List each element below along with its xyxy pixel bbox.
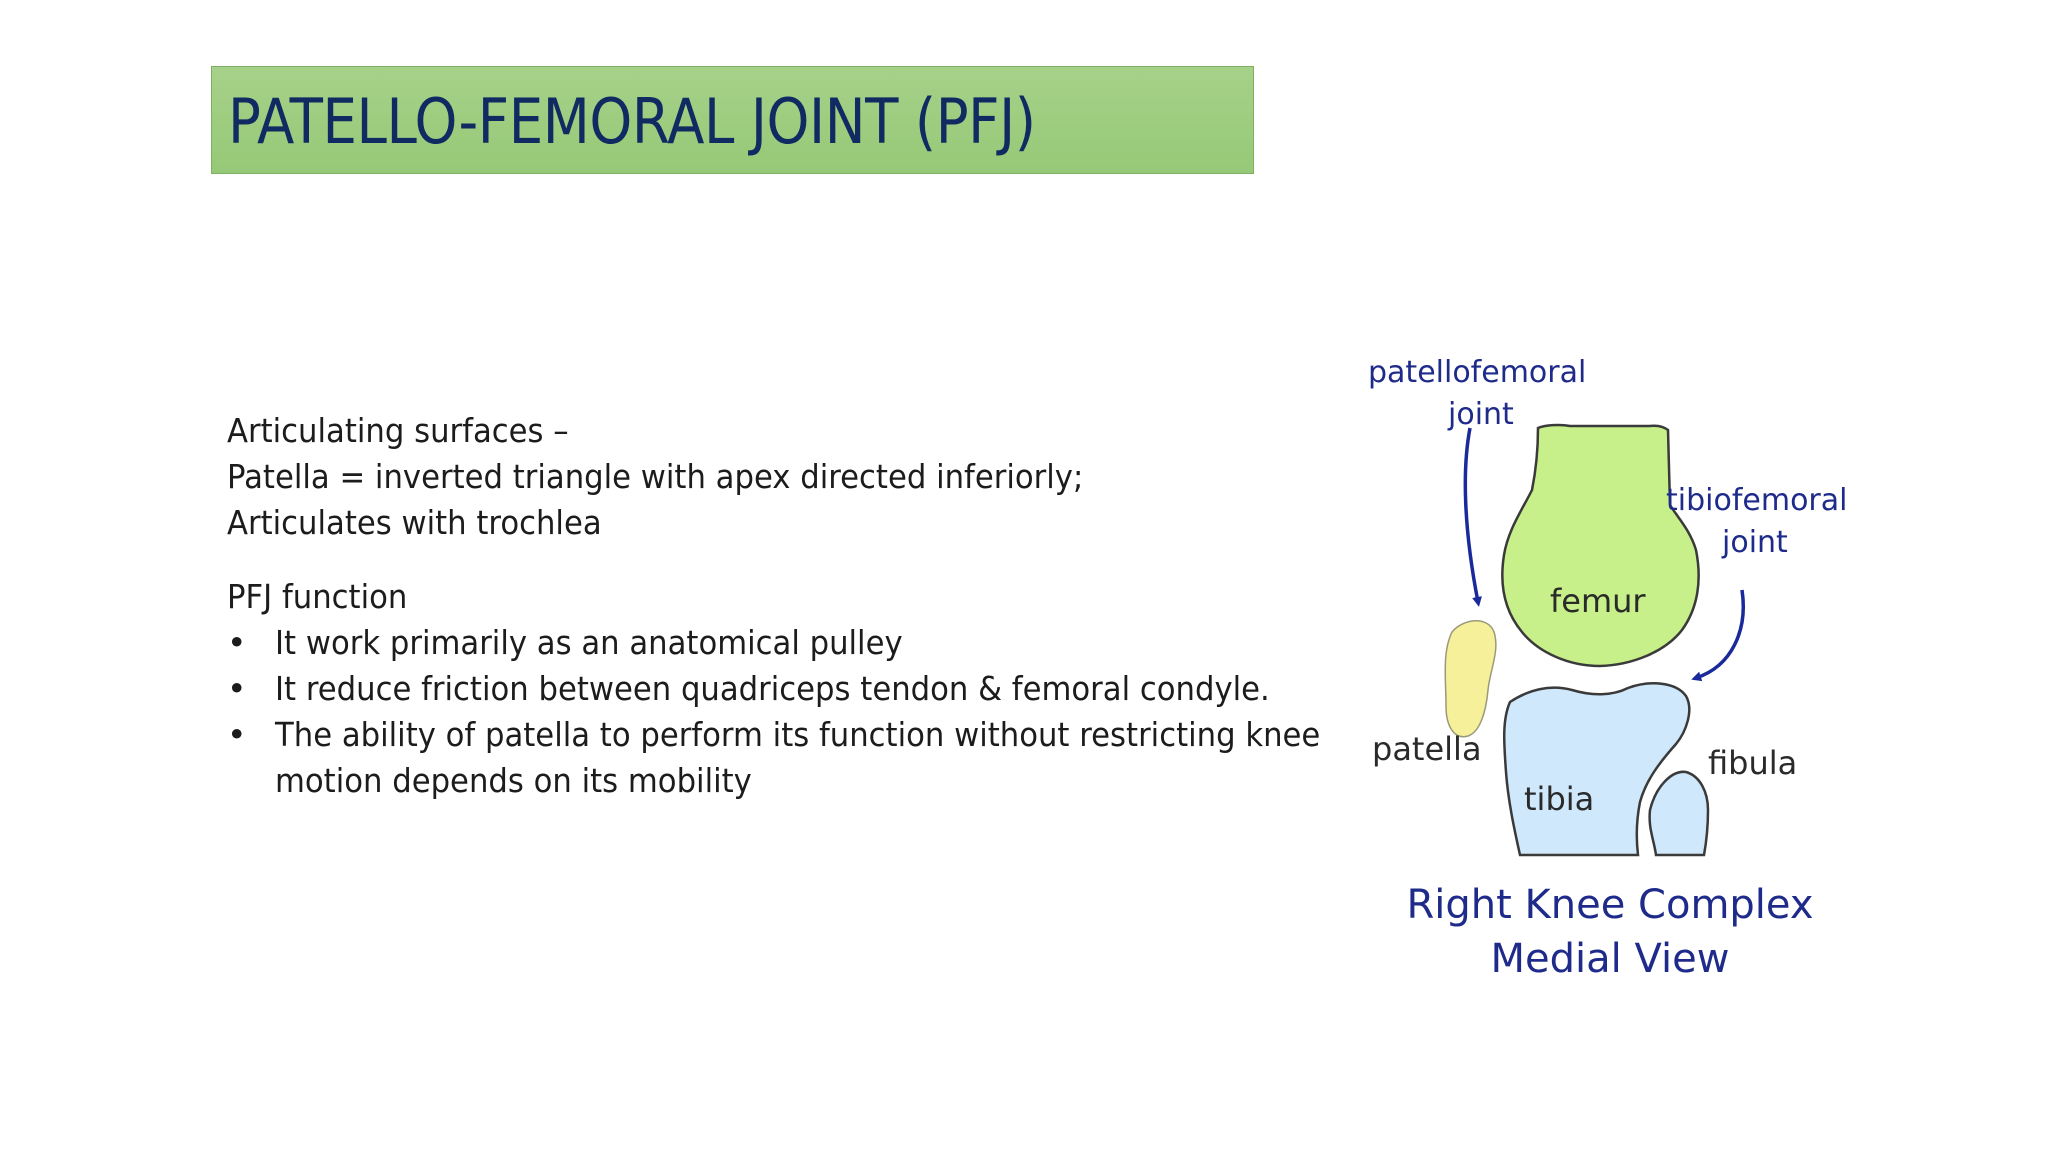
bullet-text: It reduce friction between quadriceps te…: [275, 669, 1270, 708]
label-fibula: fibula: [1708, 744, 1797, 782]
bullet-marker: •: [227, 715, 247, 754]
bullet-marker: •: [227, 623, 247, 662]
femur-shape: [1501, 423, 1700, 668]
bullet-item: • It work primarily as an anatomical pul…: [227, 620, 1347, 666]
function-heading: PFJ function: [227, 577, 408, 616]
label-femur: femur: [1550, 582, 1646, 620]
patella-shape: [1444, 620, 1497, 738]
bullet-item: • It reduce friction between quadriceps …: [227, 666, 1347, 712]
tibia-shape: [1502, 682, 1691, 857]
body-text: Articulating surfaces – Patella = invert…: [227, 408, 1347, 804]
label-patella: patella: [1372, 730, 1482, 768]
label-tibiofemoral-line1: tibiofemoral: [1666, 483, 1847, 518]
intro-line-3: Articulates with trochlea: [227, 503, 602, 542]
function-bullet-list: • It work primarily as an anatomical pul…: [227, 620, 1347, 804]
tibiofemoral-arrow: [1691, 589, 1745, 682]
intro-line-1: Articulating surfaces –: [227, 411, 569, 450]
bullet-marker: •: [227, 669, 247, 708]
label-patellofemoral-line1: patellofemoral: [1368, 355, 1586, 390]
intro-line-2: Patella = inverted triangle with apex di…: [227, 457, 1084, 496]
label-tibiofemoral-line2: joint: [1721, 525, 1788, 560]
label-tibia: tibia: [1524, 780, 1594, 818]
label-patellofemoral-line2: joint: [1447, 397, 1514, 432]
bullet-text: It work primarily as an anatomical pulle…: [275, 623, 903, 662]
figure-caption-line1: Right Knee Complex: [1406, 882, 1813, 928]
title-box: PATELLO-FEMORAL JOINT (PFJ): [211, 66, 1254, 174]
paragraph-spacer: [227, 546, 1347, 574]
slide-title: PATELLO-FEMORAL JOINT (PFJ): [228, 85, 1036, 158]
bullet-item: • The ability of patella to perform its …: [227, 712, 1347, 804]
figure-caption-line2: Medial View: [1491, 936, 1730, 982]
fibula-shape: [1648, 770, 1710, 857]
bullet-text: The ability of patella to perform its fu…: [275, 715, 1321, 800]
knee-anatomy-diagram-icon: patellofemoral joint tibiofemoral joint …: [1368, 355, 1847, 982]
patellofemoral-arrow: [1463, 427, 1482, 607]
knee-anatomy-figure: patellofemoral joint tibiofemoral joint …: [1360, 340, 1880, 1020]
